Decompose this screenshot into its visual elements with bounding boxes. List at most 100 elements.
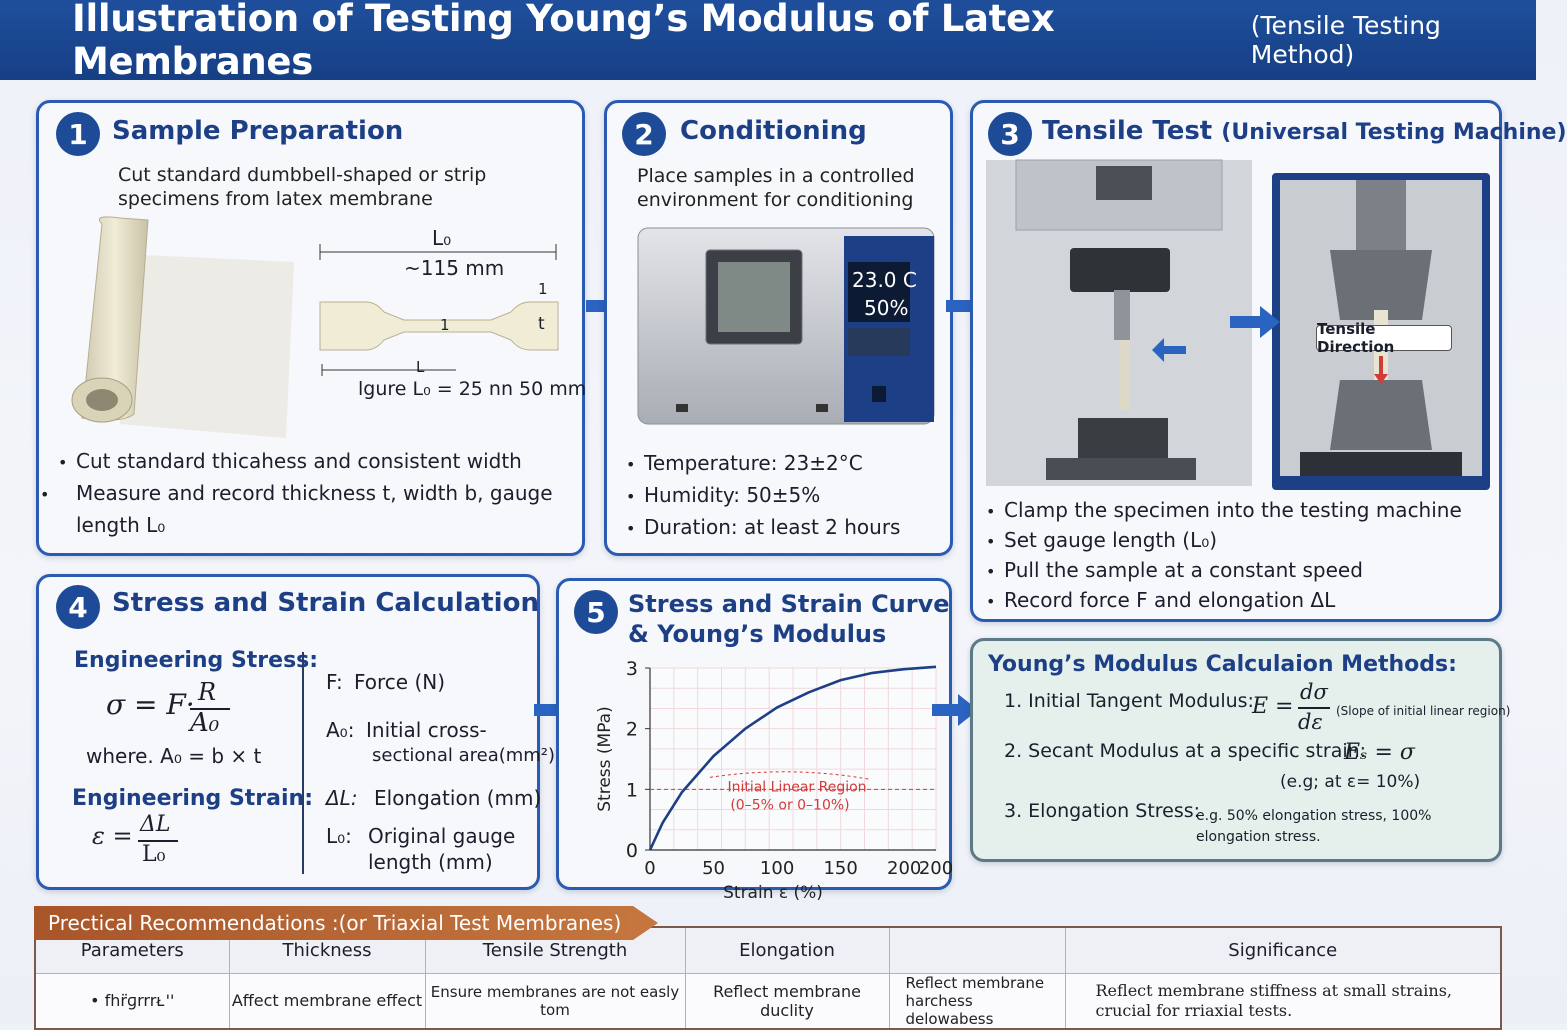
def-A0-sym: A₀:: [326, 718, 355, 742]
def-L0-sym: L₀:: [326, 824, 352, 848]
panel1-intro: Cut standard dumbbell-shaped or strip sp…: [118, 164, 487, 210]
panel-modulus-methods: [970, 638, 1502, 862]
step-number-5: 5: [574, 590, 618, 634]
page-title: Illustration of Testing Young’s Modulus …: [72, 0, 1055, 83]
latex-roll-illustration: [71, 216, 294, 438]
step-number-2: 2: [622, 112, 666, 156]
strain-formula-den: L₀: [142, 842, 166, 867]
dim-total-length: ~115 mm: [404, 256, 505, 280]
x-tick-label: 150: [823, 858, 857, 879]
stress-formula-num: R: [198, 678, 217, 706]
panel2-bullet: Humidity: 50±5%: [626, 480, 900, 512]
panel1-bullet: Measure and record thickness t, width b,…: [58, 478, 568, 541]
mark-i: 1: [440, 316, 450, 334]
panel3-bullet: Clamp the specimen into the testing mach…: [986, 496, 1462, 526]
method1-den: dε: [1298, 710, 1323, 734]
method3-label: 3. Elongation Stress:: [1004, 800, 1201, 822]
table-cell: Reflect membrane duclity: [684, 972, 890, 1029]
method1-num: dσ: [1300, 680, 1328, 704]
where-text: where. A₀ = b × t: [86, 744, 262, 768]
panel4-title: Stress and Strain Calculation: [112, 588, 539, 618]
x-tick-label: 50: [702, 858, 725, 879]
x-tick-label: 100: [760, 858, 794, 879]
col-header: Elongation: [684, 926, 890, 974]
methods-title: Young’s Modulus Calculaion Methods:: [988, 652, 1457, 677]
strain-heading: Engineering Strain:: [72, 786, 314, 811]
panel2-bullet: Duration: at least 2 hours: [626, 512, 900, 544]
panel2-bullet: Temperature: 23±2°C: [626, 448, 900, 480]
panel2-intro: Place samples in a controlled environmen…: [637, 165, 915, 211]
method1-note: (Slope of initial linear region): [1336, 704, 1511, 718]
method1-label: 1. Initial Tangent Modulus:: [1004, 690, 1254, 712]
def-A0-text: Initial cross-: [366, 718, 487, 742]
panel1-bullet: Cut standard thicahess and consistent wi…: [58, 446, 568, 478]
x-tick-label: 0: [644, 858, 655, 879]
y-tick-label: 3: [626, 658, 638, 680]
def-L0-text: Original gauge: [368, 824, 516, 848]
panel3-title: Tensile Test (Universal Testing Machine): [1042, 116, 1567, 146]
panel3-title-sub: (Universal Testing Machine): [1221, 120, 1567, 145]
strain-formula-left: ε =: [92, 822, 133, 850]
linear-region-arc: [709, 771, 871, 780]
col-header: Significance: [1064, 926, 1502, 974]
table-row: • fhr̈ɡrrrᴌ'' Affect membrane effect Ens…: [34, 972, 1502, 1029]
panel5-title-2: & Young’s Modulus: [628, 620, 887, 648]
col-header: [888, 926, 1066, 974]
panel3-bullet: Record force F and elongation ΔL: [986, 586, 1462, 616]
dim-L0-label: L₀: [432, 226, 452, 250]
step-number-4: 4: [56, 585, 100, 629]
def-dL-sym: ΔL:: [326, 786, 358, 810]
x-axis-label: Strain ε (%): [723, 883, 823, 903]
recommendations-table: Parameters Thickness Tensile Strength El…: [34, 926, 1502, 1030]
table-cell: Affect membrane effect: [228, 972, 426, 1029]
table-cell: Reflect membrane harchess delowabess: [888, 972, 1066, 1029]
testing-machine-illustration: [986, 159, 1252, 486]
x-tick-label: 200: [887, 858, 921, 879]
panel4-divider: [302, 652, 304, 874]
tensile-direction-arrow-icon: [1230, 306, 1280, 338]
dumbbell-specimen-diagram: [319, 244, 559, 376]
step-number-3: 3: [988, 112, 1032, 156]
tensile-direction-label: Tensile Direction: [1316, 320, 1452, 356]
flow-arrow-5-methods-icon: [932, 694, 978, 726]
method1-formula-left: E =: [1252, 694, 1294, 719]
stress-strain-curve: [648, 665, 937, 851]
mark-t: t: [538, 314, 545, 334]
mark-L: L: [416, 358, 425, 376]
stress-formula-den: A₀: [190, 708, 220, 738]
strain-formula-num: ΔL: [140, 812, 171, 837]
y-tick-label: 1: [626, 779, 638, 801]
def-dL-text: Elongation (mm): [374, 786, 542, 810]
mark-1: 1: [538, 280, 548, 298]
def-F-text: Force (N): [354, 670, 446, 694]
table-cell: Reflect membrane stiffness at small stra…: [1064, 972, 1502, 1029]
panel5-title-1: Stress and Strain Curve: [628, 590, 950, 618]
table-cell: • fhr̈ɡrrrᴌ'': [34, 972, 230, 1029]
panel2-bullets: Temperature: 23±2°C Humidity: 50±5% Dura…: [626, 448, 900, 544]
linear-region-range: (0–5% or 0–10%): [730, 797, 849, 813]
panel3-title-main: Tensile Test: [1042, 116, 1213, 146]
def-F-sym: F:: [326, 670, 343, 694]
method2-label: 2. Secant Modulus at a specific strain:: [1004, 740, 1367, 762]
y-axis-label: Stress (MPa): [595, 706, 615, 812]
panel3-bullets: Clamp the specimen into the testing mach…: [986, 496, 1462, 616]
panel3-bullet: Pull the sample at a constant speed: [986, 556, 1462, 586]
page-subtitle: (Tensile Testing Method): [1250, 11, 1441, 69]
chamber-temp-display: 23.0 C: [852, 268, 917, 292]
recommendations-banner: Prectical Recommendations :(or Triaxial …: [34, 906, 658, 940]
def-L0-text-2: length (mm): [368, 850, 493, 874]
y-tick-label: 2: [626, 719, 638, 741]
y-tick-label: 0: [626, 840, 638, 862]
panel2-title: Conditioning: [680, 116, 867, 146]
chamber-humidity-display: 50%: [864, 296, 909, 320]
conditioning-chamber-illustration: [637, 227, 935, 425]
gauge-length-text: lgure L₀ = 25 nn 50 mm: [358, 378, 587, 400]
panel1-bullets: Cut standard thicahess and consistent wi…: [58, 446, 568, 541]
panel-stress-strain-calculation: [36, 574, 540, 890]
method2-formula: Eₛ = σ: [1344, 740, 1415, 765]
table-cell: Ensure membranes are not easly tom: [424, 972, 686, 1029]
header-bar: Illustration of Testing Young’s Modulus …: [0, 0, 1536, 83]
step-number-1: 1: [56, 112, 100, 156]
stress-fraction-bar: [190, 708, 230, 710]
